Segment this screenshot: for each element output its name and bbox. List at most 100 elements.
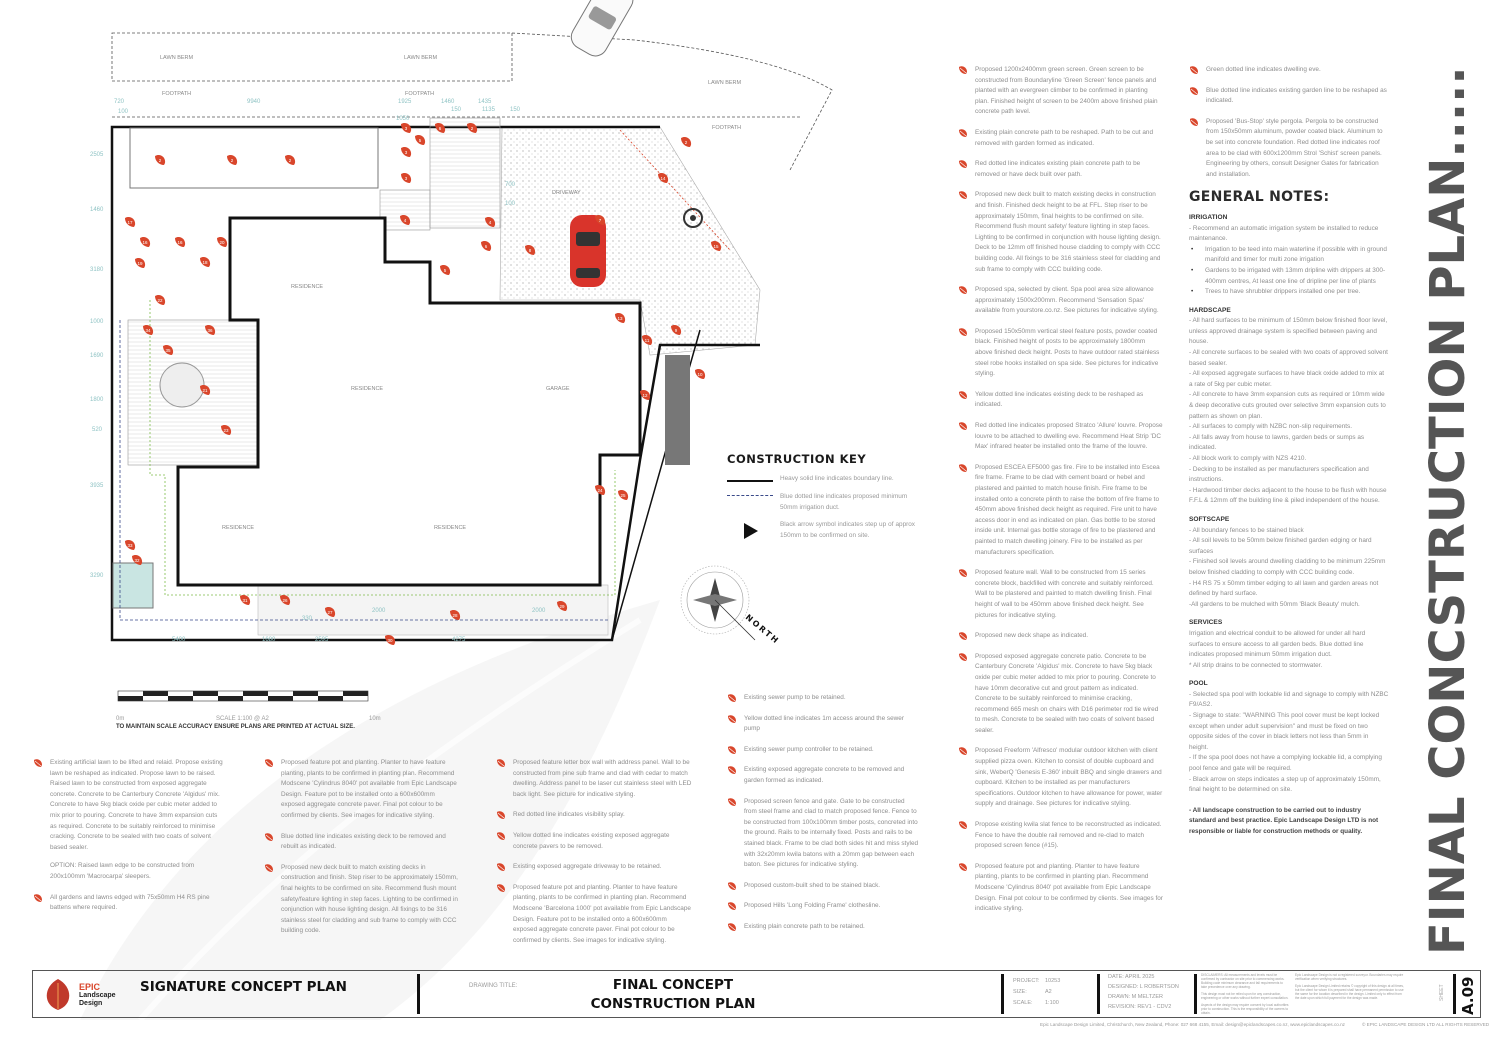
marker-number: 2: [471, 126, 474, 131]
notes-column-1: Existing artificial lawn to be lifted an…: [33, 758, 225, 924]
plan-marker: 23: [221, 424, 232, 435]
marker-number: 9: [675, 328, 678, 333]
irrigation-duct-line: [119, 320, 610, 621]
dimension-label: 2000: [532, 608, 546, 614]
leaf-marker-icon: [958, 390, 968, 400]
notes-column-5: Proposed 1200x2400mm green screen. Green…: [958, 65, 1163, 925]
note-text: Proposed feature pot and planting. Plant…: [513, 883, 691, 944]
raised-lawn: [129, 127, 379, 189]
marker-number: 13: [617, 316, 623, 321]
marker-number: 6: [439, 126, 442, 131]
leaf-marker-icon: [217, 236, 228, 247]
leaf-marker-icon: [175, 236, 186, 247]
dimension-label: 4275: [452, 637, 466, 643]
boundary-line-key: [727, 480, 773, 482]
note-item: Proposed new deck shape as indicated.: [958, 631, 1163, 642]
sewer-pump-icon: [683, 208, 703, 228]
marker-number: 26: [282, 598, 288, 603]
note-item: Existing sewer pump controller to be ret…: [727, 745, 919, 756]
note-text: Proposed 150x50mm vertical steel feature…: [975, 327, 1160, 378]
construction-key-title: CONSTRUCTION KEY: [727, 452, 867, 466]
plan-marker: 36: [205, 324, 216, 335]
note-text: Existing plain concrete path to be retai…: [744, 922, 865, 930]
plan-marker: 2: [681, 136, 692, 147]
scale-bar-segment: [143, 691, 168, 696]
plan-marker: 8: [525, 244, 536, 255]
marker-number: 24: [597, 488, 603, 493]
note-item: Red dotted line indicates proposed Strat…: [958, 421, 1163, 453]
disclaimer-text: DISCLAIMERS: All measurements and levels…: [1201, 973, 1285, 989]
plan-marker: 17: [125, 216, 136, 227]
key-arrow-text: Black arrow symbol indicates step up of …: [780, 521, 915, 539]
note-text: OPTION: Raised lawn edge to be construct…: [50, 862, 195, 880]
note-item: Proposed feature wall. Wall to be constr…: [958, 568, 1163, 621]
marker-number: 20: [219, 240, 225, 245]
size-label: SIZE:: [1013, 989, 1027, 995]
residence-label: RESIDENCE: [222, 525, 254, 531]
leaf-marker-icon: [658, 172, 669, 183]
leaf-marker-icon: [958, 190, 968, 200]
plan-marker: 3: [401, 122, 412, 133]
note-item: Green dotted line indicates dwelling eve…: [1189, 65, 1389, 76]
leaf-marker-icon: [727, 765, 737, 775]
general-note-line: - All hard surfaces to be minimum of 150…: [1189, 317, 1388, 346]
note-item: Existing sewer pump to be retained.: [727, 693, 919, 704]
leaf-marker-icon: [958, 631, 968, 641]
note-item: Propose existing kwila slat fence to be …: [958, 820, 1163, 852]
date: DATE: APRIL 2025: [1108, 974, 1155, 980]
plan-marker: 26: [280, 594, 291, 605]
plan-marker: 20: [217, 236, 228, 247]
driveway-label: DRIVEWAY: [552, 190, 581, 196]
leaf-marker-icon: [200, 384, 211, 395]
note-item: Proposed feature pot and planting. Plant…: [496, 883, 692, 947]
driveway-area: [499, 126, 761, 356]
logo-text-epic: EPIC: [79, 982, 101, 992]
marker-number: 35: [165, 348, 171, 353]
scale-bar-segment: [343, 691, 368, 696]
plan-marker: 14: [658, 172, 669, 183]
dimension-label: 1460: [441, 99, 455, 105]
note-item: Proposed 'Bus-Stop' style pergola. Pergo…: [1189, 117, 1389, 181]
leaf-marker-icon: [163, 344, 174, 355]
residence-label: RESIDENCE: [351, 386, 383, 392]
drawing-title-line-2: CONSTRUCTION PLAN: [590, 996, 756, 1012]
marker-number: 28: [452, 613, 458, 618]
dimension-label: 1800: [90, 397, 104, 403]
plan-marker: 12: [640, 389, 651, 400]
general-notes-heading: SOFTSCAPE: [1189, 515, 1230, 523]
leaf-marker-icon: [1189, 86, 1199, 96]
marker-number: 3: [405, 150, 408, 155]
dimension-label: 1000: [90, 319, 104, 325]
leaf-marker-icon: [958, 327, 968, 337]
note-item: Existing artificial lawn to be lifted an…: [33, 758, 225, 883]
note-item: Existing exposed aggregate driveway to b…: [496, 862, 692, 873]
marker-number: 32: [134, 558, 140, 563]
leaf-marker-icon: [325, 606, 336, 617]
drawing-title-label: DRAWING TITLE:: [469, 983, 518, 989]
scale-bar-segment: [118, 696, 143, 701]
sheet-label: SHEET: [1439, 984, 1445, 1001]
shed: [665, 355, 690, 465]
leaf-marker-icon: [385, 634, 396, 645]
dimension-label: 1135: [482, 107, 496, 113]
leaf-marker-icon: [1189, 117, 1199, 127]
plan-marker: 2: [467, 122, 478, 133]
marker-number: 34: [145, 328, 151, 333]
marker-number: 27: [327, 610, 333, 615]
plan-marker: 21: [200, 384, 211, 395]
disclaimer-text: Epic Landscape Design Limited retains © …: [1295, 984, 1404, 1000]
marker-number: 33: [127, 543, 133, 548]
marker-number: 30: [387, 638, 393, 643]
dimension-label: 330: [302, 616, 313, 622]
note-text: Proposed 1200x2400mm green screen. Green…: [975, 66, 1158, 116]
logo-text-landscape: Landscape: [79, 992, 116, 999]
dimension-label: 1050: [396, 116, 410, 122]
epic-logo-leaf-icon: [46, 979, 70, 1010]
irrigation-line-key: [727, 495, 773, 496]
note-text: Existing sewer pump controller to be ret…: [744, 745, 874, 753]
outdoor-table: [159, 362, 205, 408]
scale-bar-frame: [117, 690, 369, 702]
note-text: Proposed Hills 'Long Folding Frame' clot…: [744, 902, 881, 910]
drawn-by: DRAWN: M MELTZER: [1108, 994, 1163, 1000]
general-notes-heading: HARDSCAPE: [1189, 306, 1231, 314]
